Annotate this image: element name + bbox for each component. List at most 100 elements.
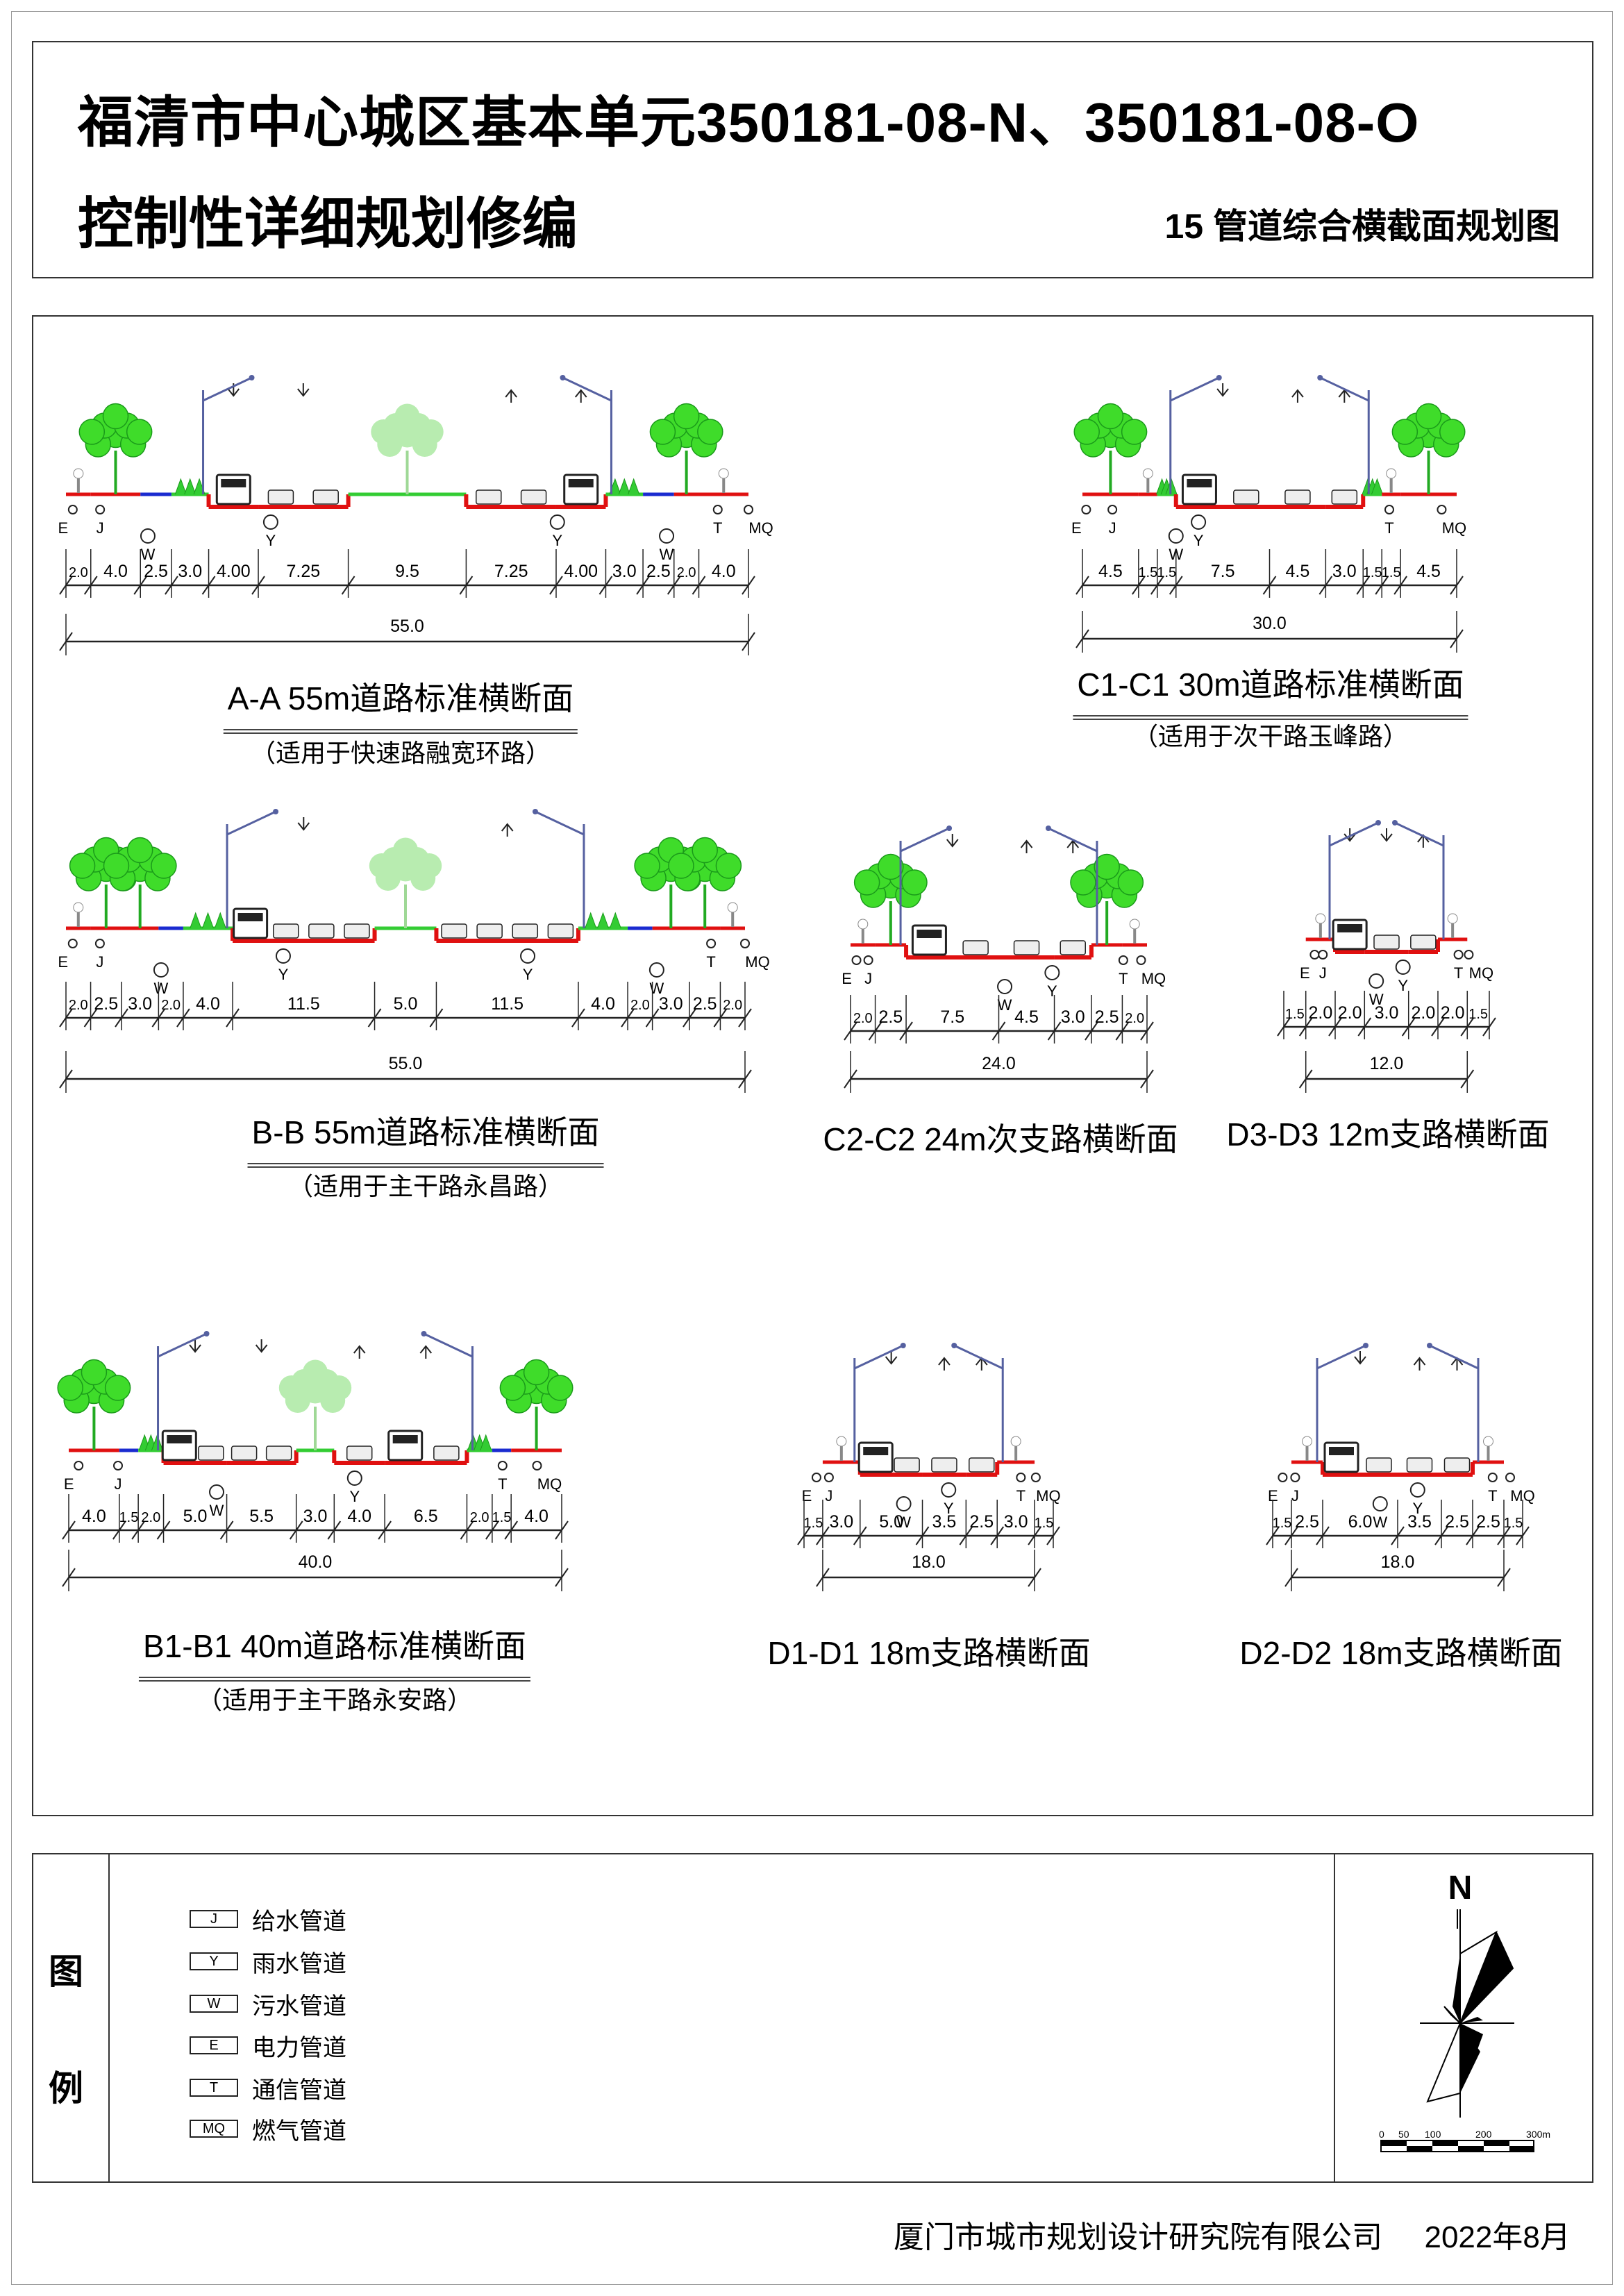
street-lamp-head	[1045, 826, 1051, 831]
pipe-marker	[74, 1461, 84, 1470]
pipe-marker	[1168, 528, 1184, 544]
total-width-value: 18.0	[912, 1552, 946, 1572]
pipe-marker	[520, 948, 536, 964]
section-title-d3-d3: D3-D3 12m支路横断面	[1226, 1116, 1550, 1153]
dimension-value: 2.0	[161, 998, 181, 1013]
tree-canopy	[126, 419, 153, 445]
pipe-label-e: E	[802, 1487, 812, 1505]
pipe-label-y: Y	[944, 1500, 954, 1517]
car-icon	[265, 1446, 292, 1461]
tree-canopy	[853, 869, 880, 896]
tree-canopy	[371, 419, 396, 444]
dimension-tick	[341, 576, 355, 595]
total-width-tick	[1284, 1568, 1298, 1587]
plan-title-line2: 控制性详细规划修编	[78, 193, 578, 255]
tree-canopy	[69, 853, 96, 879]
street-lamp-head	[203, 1331, 210, 1336]
street-lamp-arm	[1319, 376, 1369, 402]
total-width-tick	[62, 1568, 76, 1587]
street-lamp-arm	[157, 1332, 208, 1358]
legend-label: 通信管道	[252, 2077, 346, 2104]
pipe-marker	[1395, 960, 1411, 975]
traffic-direction-arrow	[353, 1345, 366, 1359]
tree-canopy	[1439, 419, 1466, 445]
pipe-marker	[896, 1496, 912, 1511]
street-lamp-head	[249, 375, 255, 380]
dimension-value: 4.0	[524, 1507, 549, 1526]
dimension-value: 3.0	[178, 562, 202, 581]
total-width-tick	[738, 1069, 752, 1089]
tree-canopy	[81, 1359, 108, 1386]
issue-date: 2022年8月	[1424, 2220, 1571, 2254]
dimension-value: 7.25	[286, 562, 320, 581]
pipe-marker	[1384, 505, 1394, 514]
dimension-value: 2.0	[723, 998, 742, 1013]
bus-window	[1329, 1447, 1354, 1455]
dimension-value: 2.0	[1125, 1011, 1144, 1026]
dimension-value: 2.5	[1445, 1512, 1469, 1532]
pipe-label-j: J	[1291, 1487, 1299, 1505]
dimension-tick	[112, 1520, 126, 1540]
bus-window	[863, 1447, 889, 1455]
dimension-tick	[683, 1008, 696, 1028]
dimension-value: 3.0	[128, 994, 152, 1014]
tree-canopy	[634, 853, 660, 879]
dimension-value: 4.0	[103, 562, 128, 581]
pipe-label-t: T	[1016, 1487, 1026, 1505]
dimension-value: 2.5	[1095, 1007, 1119, 1027]
street-lamp-arm	[854, 1344, 904, 1370]
car-icon	[931, 1457, 957, 1473]
pipe-marker	[1309, 950, 1320, 960]
dimension-value: 3.5	[932, 1512, 957, 1532]
tree-canopy	[104, 1375, 131, 1401]
pipe-label-t: T	[1454, 964, 1463, 982]
pedestrian-icon	[1142, 468, 1153, 479]
pipe-marker	[1118, 955, 1128, 965]
car-icon	[547, 923, 574, 939]
car-icon	[433, 1446, 460, 1461]
traffic-direction-arrow	[189, 1339, 201, 1353]
dimension-tick	[156, 1520, 171, 1540]
car-icon	[476, 923, 503, 939]
total-width-tick	[1497, 1568, 1511, 1587]
dimension-tick	[549, 576, 563, 595]
dimension-tick	[915, 1526, 930, 1545]
section-title-d1-d1: D1-D1 18m支路横断面	[767, 1635, 1091, 1671]
dimension-value: 4.5	[1014, 1007, 1039, 1027]
dimension-tick	[1115, 1021, 1130, 1041]
street-lamp-arm	[202, 376, 253, 402]
pipe-label-mq: MQ	[1469, 964, 1493, 982]
car-icon	[962, 940, 989, 955]
dimension-value: 2.5	[693, 994, 717, 1014]
traffic-direction-arrow	[505, 389, 517, 403]
pipe-label-y: Y	[552, 532, 562, 549]
traffic-direction-arrow	[1291, 389, 1304, 403]
traffic-direction-arrow	[1020, 839, 1033, 853]
tree-canopy	[303, 1359, 328, 1385]
pipe-label-e: E	[842, 970, 852, 987]
dimension-tick	[738, 1008, 752, 1028]
tree-canopy	[1391, 419, 1418, 445]
pedestrian-icon	[836, 1436, 847, 1447]
dimension-tick	[645, 1008, 660, 1028]
dimension-value: 2.0	[853, 1011, 873, 1026]
tree-canopy	[1094, 853, 1120, 880]
dimension-tick	[713, 1008, 728, 1028]
pipe-label-t: T	[1119, 970, 1128, 987]
pipe-label-mq: MQ	[1036, 1487, 1060, 1505]
dimension-tick	[667, 576, 681, 595]
sheet-title: 15 管道综合横截面规划图	[1164, 207, 1560, 246]
dimension-tick	[1357, 1017, 1372, 1037]
bus-window	[221, 479, 246, 487]
tree-canopy	[1097, 403, 1124, 430]
car-icon	[512, 923, 539, 939]
pipe-label-w: W	[1369, 991, 1384, 1008]
total-width-tick	[1460, 1069, 1475, 1089]
dimension-tick	[1431, 1017, 1445, 1037]
section-title-d2-d2: D2-D2 18m支路横断面	[1239, 1635, 1563, 1671]
pedestrian-icon	[1129, 919, 1140, 930]
dimension-tick	[59, 1008, 73, 1028]
dimension-tick	[1284, 1526, 1298, 1545]
